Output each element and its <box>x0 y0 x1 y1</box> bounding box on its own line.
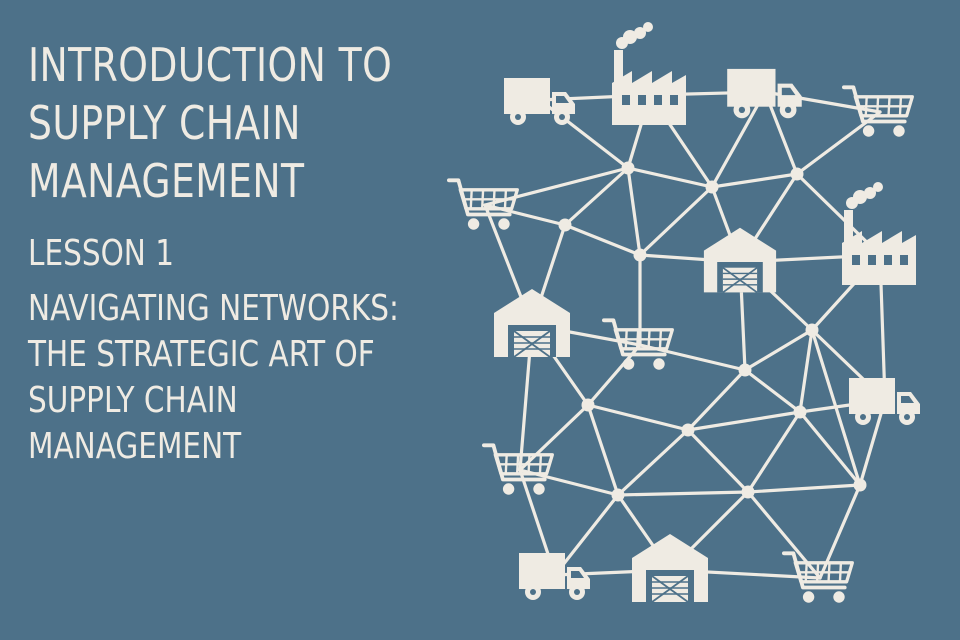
shopping-cart-icon <box>481 443 554 495</box>
network-edge <box>586 403 620 497</box>
network-edge <box>858 398 887 487</box>
network-edge <box>616 428 690 497</box>
network-node <box>805 323 819 337</box>
network-edge <box>810 328 862 487</box>
lesson-label: LESSON 1 <box>28 233 175 274</box>
network-edge <box>743 368 802 414</box>
network-edge <box>798 410 862 487</box>
network-node <box>581 398 595 412</box>
subtitle-line: MANAGEMENT <box>28 426 242 467</box>
network-edge <box>686 428 750 494</box>
warehouse-icon <box>632 534 708 603</box>
title-line: INTRODUCTION TO <box>28 38 393 92</box>
subtitle-line: THE STRATEGIC ART OF <box>28 334 375 375</box>
title-line: SUPPLY CHAIN <box>28 96 301 150</box>
network-edge <box>746 483 862 494</box>
truck-icon <box>727 68 802 119</box>
title-line: MANAGEMENT <box>28 154 305 208</box>
network-edge <box>710 90 767 189</box>
network-node <box>681 423 695 437</box>
subtitle-line: SUPPLY CHAIN <box>28 380 238 421</box>
shopping-cart-icon <box>781 551 854 603</box>
network-node <box>853 478 867 492</box>
network-edge <box>586 403 690 432</box>
network-node <box>633 248 647 262</box>
network-edge <box>518 403 590 472</box>
subtitle-line: NAVIGATING NETWORKS: <box>28 288 399 329</box>
shopping-cart-icon <box>446 178 519 230</box>
network-edge <box>746 490 822 580</box>
network-node <box>741 485 755 499</box>
network-node <box>738 363 752 377</box>
network-edge <box>746 410 802 494</box>
network-edge <box>626 166 642 257</box>
network-node <box>705 180 719 194</box>
warehouse-icon <box>494 289 570 358</box>
network-node <box>621 161 635 175</box>
network-edge <box>553 493 620 577</box>
factory-icon <box>612 22 686 125</box>
truck-icon <box>519 553 590 600</box>
network-edge <box>743 328 814 372</box>
network-node <box>793 405 807 419</box>
network-edge <box>563 223 642 257</box>
shopping-cart-icon <box>601 318 674 370</box>
network-edge <box>798 328 814 414</box>
slide-subtitle: NAVIGATING NETWORKS: THE STRATEGIC ART O… <box>28 286 471 470</box>
network-edge <box>686 410 802 432</box>
truck-icon <box>504 78 575 125</box>
text-column: INTRODUCTION TO SUPPLY CHAIN MANAGEMENT … <box>28 36 468 470</box>
network-edge <box>616 490 750 497</box>
network-edge <box>626 166 714 189</box>
warehouse-icon <box>703 227 777 294</box>
network-icons <box>446 22 920 603</box>
network-edge <box>710 172 799 189</box>
network-node <box>790 167 804 181</box>
factory-icon <box>842 182 916 285</box>
network-node <box>611 488 625 502</box>
network-edge <box>563 166 630 227</box>
shopping-cart-icon <box>841 85 914 137</box>
network-node <box>558 218 572 232</box>
network-edge <box>638 185 714 257</box>
truck-icon <box>849 378 920 425</box>
slide-title: INTRODUCTION TO SUPPLY CHAIN MANAGEMENT <box>28 36 471 210</box>
network-edge <box>686 368 747 432</box>
network-nodes <box>558 161 867 502</box>
